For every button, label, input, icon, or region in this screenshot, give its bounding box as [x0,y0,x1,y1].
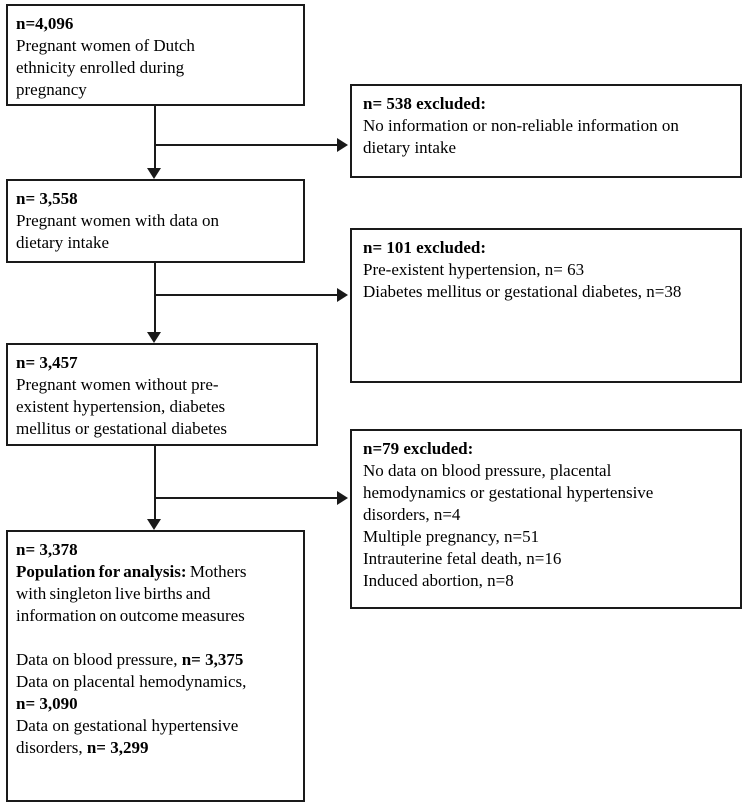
arrowhead-right-3-icon [337,491,348,505]
box-no-preexisting-count: n= 3,457 [16,353,78,372]
connector-vertical-2 [154,263,156,333]
data-line-count: n= 3,375 [181,650,244,669]
data-line-blood-pressure: Data on blood pressure, n= 3,375 [16,649,300,671]
exclusion-2-text: Pre-existent hypertension, n= 63 Diabete… [363,260,682,301]
data-line-text: Data on blood pressure, [16,650,182,669]
arrowhead-right-2-icon [337,288,348,302]
exclusion-box-dietary: n= 538 excluded: No information or non-r… [350,84,742,178]
box-dietary-data: n= 3,558 Pregnant women with data on die… [6,179,305,263]
arrowhead-down-3-icon [147,519,161,530]
exclusion-2-header: n= 101 excluded: [363,238,487,257]
box-analysis-population: Population for analysis: Mothers with si… [16,561,300,627]
data-line-placental: Data on placental hemodynamics, n= 3,090 [16,671,300,715]
box-no-preexisting-text: Pregnant women without pre- existent hyp… [16,375,228,438]
box-dietary-text: Pregnant women with data on dietary inta… [16,211,220,252]
connector-branch-1 [155,144,338,146]
exclusion-3-text: No data on blood pressure, placental hem… [363,461,654,590]
data-line-text: Data on gestational hypertensive disorde… [16,716,239,757]
connector-vertical-1 [154,106,156,170]
box-enrolled-text: Pregnant women of Dutch ethnicity enroll… [16,36,195,99]
arrowhead-down-2-icon [147,332,161,343]
exclusion-1-text: No information or non-reliable informati… [363,116,679,157]
box-enrolled: n=4,096 Pregnant women of Dutch ethnicit… [6,4,305,106]
exclusion-box-preexisting: n= 101 excluded: Pre-existent hypertensi… [350,228,742,383]
box-analysis-count: n= 3,378 [16,540,78,559]
connector-branch-2 [155,294,338,296]
box-dietary-count: n= 3,558 [16,189,78,208]
data-line-count: n= 3,299 [86,738,149,757]
blank-line [16,627,300,649]
box-population-for-analysis: n= 3,378 Population for analysis: Mother… [6,530,305,802]
exclusion-1-header: n= 538 excluded: [363,94,487,113]
population-label: Population for analysis: [16,562,187,581]
population-description: Mothers with singleton live births and i… [16,562,247,625]
box-enrolled-count: n=4,096 [16,14,74,33]
connector-branch-3 [155,497,338,499]
arrowhead-down-1-icon [147,168,161,179]
connector-vertical-3 [154,446,156,520]
data-line-count: n= 3,090 [16,694,78,713]
exclusion-3-header: n=79 excluded: [363,439,474,458]
data-line-gestational: Data on gestational hypertensive disorde… [16,715,300,759]
arrowhead-right-1-icon [337,138,348,152]
data-line-text: Data on placental hemodynamics, [16,672,247,691]
exclusion-box-outcomes: n=79 excluded: No data on blood pressure… [350,429,742,609]
box-no-preexisting: n= 3,457 Pregnant women without pre- exi… [6,343,318,446]
